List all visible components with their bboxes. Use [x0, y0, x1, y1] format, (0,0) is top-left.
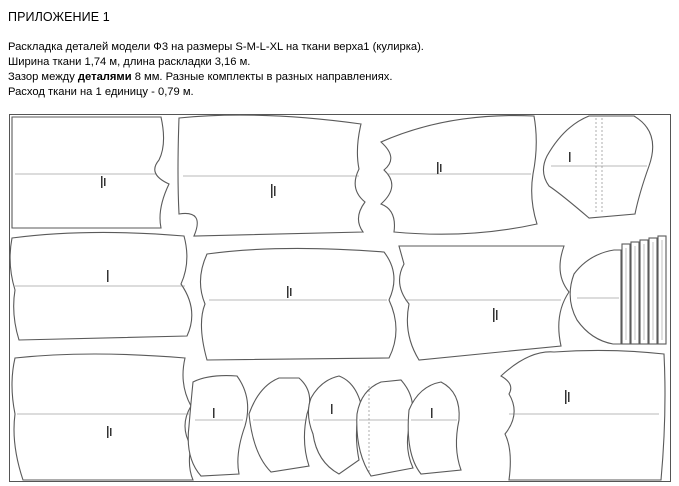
- pattern-piece-front-4: [11, 353, 194, 481]
- pattern-piece-sleeve-6: [356, 379, 414, 477]
- pattern-strips-trims: [621, 235, 667, 345]
- pattern-piece-sleeve-3: [187, 375, 249, 477]
- pattern-piece-sleeve-4: [248, 377, 311, 473]
- pattern-piece-sleeve-1: [542, 115, 654, 219]
- layout-description: Раскладка деталей модели Ф3 на размеры S…: [8, 40, 424, 100]
- pattern-piece-back-2: [9, 231, 193, 341]
- gap-prefix: Зазор между: [8, 71, 78, 83]
- description-line-model: Раскладка деталей модели Ф3 на размеры S…: [8, 41, 424, 53]
- pattern-piece-front-1: [11, 116, 170, 229]
- pattern-piece-sleeve-7: [407, 381, 462, 475]
- pattern-piece-front-2: [379, 115, 538, 235]
- description-line-gap: Зазор между деталями 8 мм. Разные компле…: [8, 70, 424, 85]
- gap-bold-word: деталями: [77, 71, 132, 83]
- description-line-width: Ширина ткани 1,74 м, длина раскладки 3,1…: [8, 56, 251, 68]
- pattern-piece-sleeve-5: [307, 375, 362, 475]
- pattern-piece-sleeve-2: [569, 249, 622, 345]
- appendix-heading: ПРИЛОЖЕНИЕ 1: [8, 10, 110, 24]
- pattern-piece-back-1: [177, 114, 366, 237]
- description-line-consumption: Расход ткани на 1 единицу - 0,79 м.: [8, 86, 194, 98]
- gap-suffix: 8 мм. Разные комплекты в разных направле…: [131, 71, 393, 83]
- pattern-piece-front-3: [199, 247, 397, 361]
- pattern-piece-back-3: [398, 245, 570, 361]
- marker-layout-svg: [9, 114, 671, 482]
- marker-layout-drawing: [9, 114, 671, 482]
- pattern-piece-back-4: [500, 349, 666, 481]
